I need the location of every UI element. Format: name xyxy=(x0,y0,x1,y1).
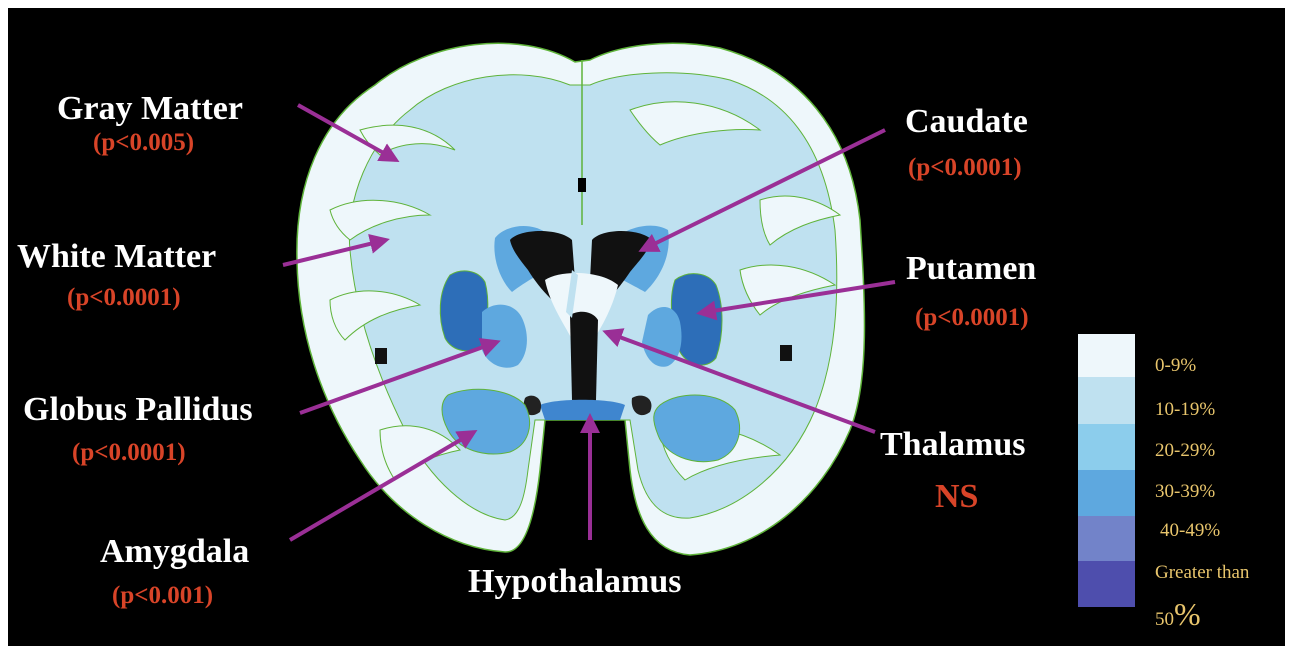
pvalue-gray-matter: (p<0.005) xyxy=(93,130,194,155)
pvalue-amygdala: (p<0.001) xyxy=(112,583,213,608)
label-amygdala: Amygdala xyxy=(100,535,249,569)
dark-spot-right xyxy=(780,345,792,361)
pvalue-caudate: (p<0.0001) xyxy=(908,155,1022,180)
label-gray-matter: Gray Matter xyxy=(57,92,243,126)
dark-spot-left xyxy=(375,348,387,364)
legend-swatch-2 xyxy=(1078,424,1135,470)
legend-suffix-number: 50 xyxy=(1155,609,1174,630)
label-thalamus: Thalamus xyxy=(880,428,1026,462)
legend-label-5-suffix: 50% xyxy=(1155,598,1201,630)
legend-swatch-3 xyxy=(1078,470,1135,516)
legend-label-4: 40-49% xyxy=(1160,521,1220,540)
legend-swatch-1 xyxy=(1078,377,1135,424)
label-hypothalamus: Hypothalamus xyxy=(468,565,682,599)
hypothalamus xyxy=(540,400,625,420)
legend-label-0: 0-9% xyxy=(1155,356,1196,375)
legend-swatch-0 xyxy=(1078,334,1135,377)
pvalue-globus-pallidus: (p<0.0001) xyxy=(72,440,186,465)
legend-label-1: 10-19% xyxy=(1155,400,1215,419)
pvalue-thalamus: NS xyxy=(935,480,978,514)
pvalue-putamen: (p<0.0001) xyxy=(915,305,1029,330)
legend-label-2: 20-29% xyxy=(1155,441,1215,460)
label-white-matter: White Matter xyxy=(17,240,216,274)
legend-label-5: Greater than xyxy=(1155,563,1249,582)
legend-suffix-percent: % xyxy=(1174,596,1201,632)
legend-swatch-5 xyxy=(1078,561,1135,607)
label-globus-pallidus: Globus Pallidus xyxy=(23,393,253,427)
fissure-notch xyxy=(578,178,586,192)
legend-label-3: 30-39% xyxy=(1155,482,1215,501)
label-caudate: Caudate xyxy=(905,105,1028,139)
legend-swatch-4 xyxy=(1078,516,1135,561)
putamen-left xyxy=(440,271,488,351)
third-ventricle xyxy=(570,312,598,406)
pvalue-white-matter: (p<0.0001) xyxy=(67,285,181,310)
label-putamen: Putamen xyxy=(906,252,1036,286)
